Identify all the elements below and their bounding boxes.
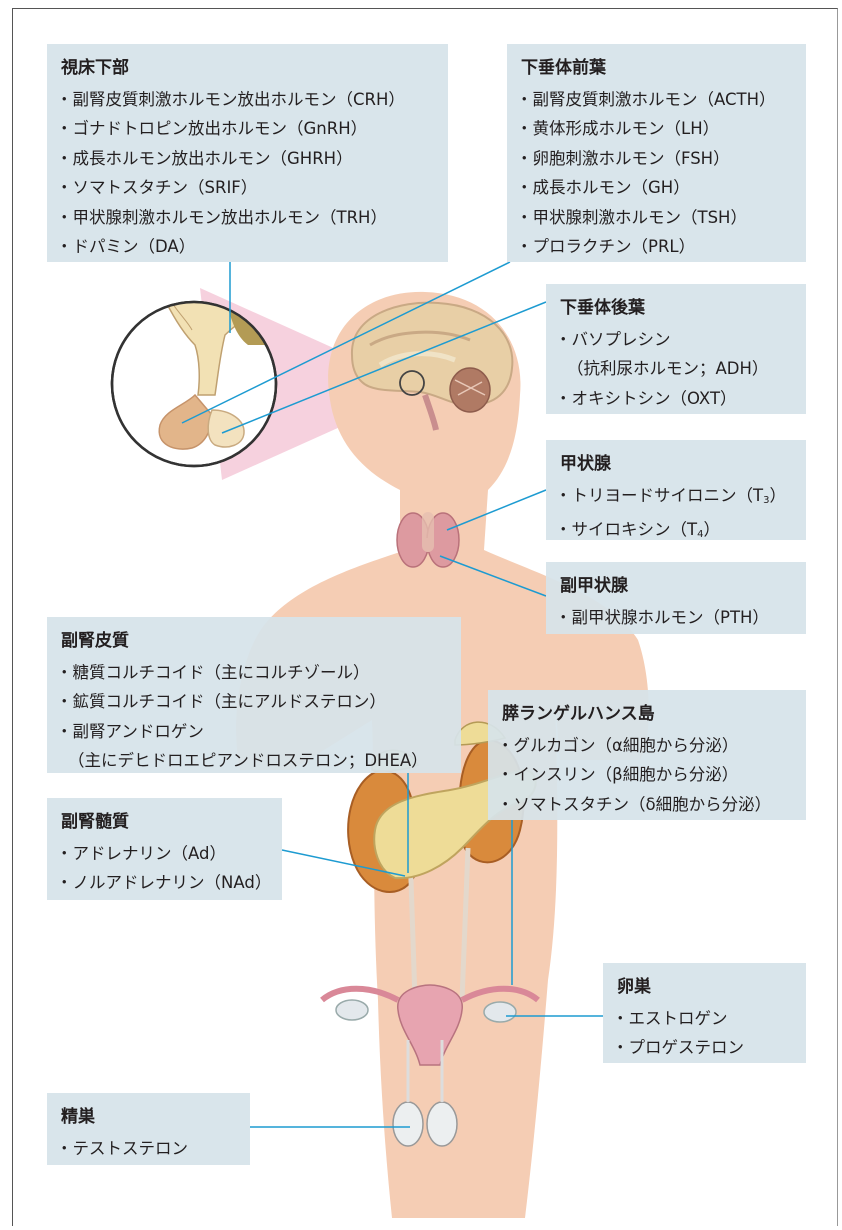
label-box-thyroid: 甲状腺 トリヨードサイロニン（T3） サイロキシン（T4） bbox=[546, 440, 806, 540]
list-item: バソプレシン bbox=[560, 325, 794, 355]
label-box-adrenal-cortex: 副腎皮質 糖質コルチコイド（主にコルチゾール） 鉱質コルチコイド（主にアルドステ… bbox=[47, 617, 461, 773]
list-item: 糖質コルチコイド（主にコルチゾール） bbox=[61, 658, 449, 688]
box-title: 卵巣 bbox=[617, 973, 794, 1003]
list-item: 成長ホルモン（GH） bbox=[521, 173, 794, 203]
list-item-continuation: （主にデヒドロエピアンドロステロン；DHEA） bbox=[61, 746, 449, 776]
list-item: テストステロン bbox=[61, 1134, 238, 1164]
list-item: ソマトスタチン（δ細胞から分泌） bbox=[502, 790, 794, 820]
list-item: ドパミン（DA） bbox=[61, 232, 436, 262]
box-title: 視床下部 bbox=[61, 54, 436, 84]
box-title: 精巣 bbox=[61, 1103, 238, 1133]
list-item: グルカゴン（α細胞から分泌） bbox=[502, 731, 794, 761]
list-item: 副甲状腺ホルモン（PTH） bbox=[560, 603, 794, 633]
label-box-anterior-pituitary: 下垂体前葉 副腎皮質刺激ホルモン（ACTH） 黄体形成ホルモン（LH） 卵胞刺激… bbox=[507, 44, 806, 262]
item-text: ） bbox=[703, 520, 720, 539]
list-item: 甲状腺刺激ホルモン（TSH） bbox=[521, 203, 794, 233]
list-item-continuation: （抗利尿ホルモン；ADH） bbox=[560, 354, 794, 384]
box-title: 副腎皮質 bbox=[61, 627, 449, 657]
item-text: トリヨードサイロニン（T bbox=[572, 486, 764, 505]
list-item: プロラクチン（PRL） bbox=[521, 232, 794, 262]
list-item: 成長ホルモン放出ホルモン（GHRH） bbox=[61, 144, 436, 174]
label-box-hypothalamus: 視床下部 副腎皮質刺激ホルモン放出ホルモン（CRH） ゴナドトロピン放出ホルモン… bbox=[47, 44, 448, 262]
label-box-testis: 精巣 テストステロン bbox=[47, 1093, 250, 1165]
box-title: 下垂体後葉 bbox=[560, 294, 794, 324]
box-title: 下垂体前葉 bbox=[521, 54, 794, 84]
item-text: サイロキシン（T bbox=[572, 520, 698, 539]
list-item: インスリン（β細胞から分泌） bbox=[502, 760, 794, 790]
box-title: 膵ランゲルハンス島 bbox=[502, 700, 794, 730]
list-item: ゴナドトロピン放出ホルモン（GnRH） bbox=[61, 114, 436, 144]
list-item: 副腎アンドロゲン bbox=[61, 717, 449, 747]
list-item: ソマトスタチン（SRIF） bbox=[61, 173, 436, 203]
label-box-parathyroid: 副甲状腺 副甲状腺ホルモン（PTH） bbox=[546, 562, 806, 634]
list-item: 鉱質コルチコイド（主にアルドステロン） bbox=[61, 687, 449, 717]
box-title: 甲状腺 bbox=[560, 450, 794, 480]
list-item: 甲状腺刺激ホルモン放出ホルモン（TRH） bbox=[61, 203, 436, 233]
list-item: 副腎皮質刺激ホルモン放出ホルモン（CRH） bbox=[61, 85, 436, 115]
list-item: オキシトシン（OXT） bbox=[560, 384, 794, 414]
list-item: エストロゲン bbox=[617, 1004, 794, 1034]
item-text: ） bbox=[769, 486, 786, 505]
list-item: 卵胞刺激ホルモン（FSH） bbox=[521, 144, 794, 174]
label-box-ovary: 卵巣 エストロゲン プロゲステロン bbox=[603, 963, 806, 1063]
list-item: トリヨードサイロニン（T3） bbox=[560, 481, 794, 516]
list-item: アドレナリン（Ad） bbox=[61, 839, 270, 869]
box-title: 副腎髄質 bbox=[61, 808, 270, 838]
list-item: 副腎皮質刺激ホルモン（ACTH） bbox=[521, 85, 794, 115]
box-title: 副甲状腺 bbox=[560, 572, 794, 602]
label-box-posterior-pituitary: 下垂体後葉 バソプレシン （抗利尿ホルモン；ADH） オキシトシン（OXT） bbox=[546, 284, 806, 414]
list-item: ノルアドレナリン（NAd） bbox=[61, 868, 270, 898]
label-box-pancreas-islets: 膵ランゲルハンス島 グルカゴン（α細胞から分泌） インスリン（β細胞から分泌） … bbox=[488, 690, 806, 820]
list-item: 黄体形成ホルモン（LH） bbox=[521, 114, 794, 144]
list-item: プロゲステロン bbox=[617, 1033, 794, 1063]
list-item: サイロキシン（T4） bbox=[560, 515, 794, 550]
label-box-adrenal-medulla: 副腎髄質 アドレナリン（Ad） ノルアドレナリン（NAd） bbox=[47, 798, 282, 900]
